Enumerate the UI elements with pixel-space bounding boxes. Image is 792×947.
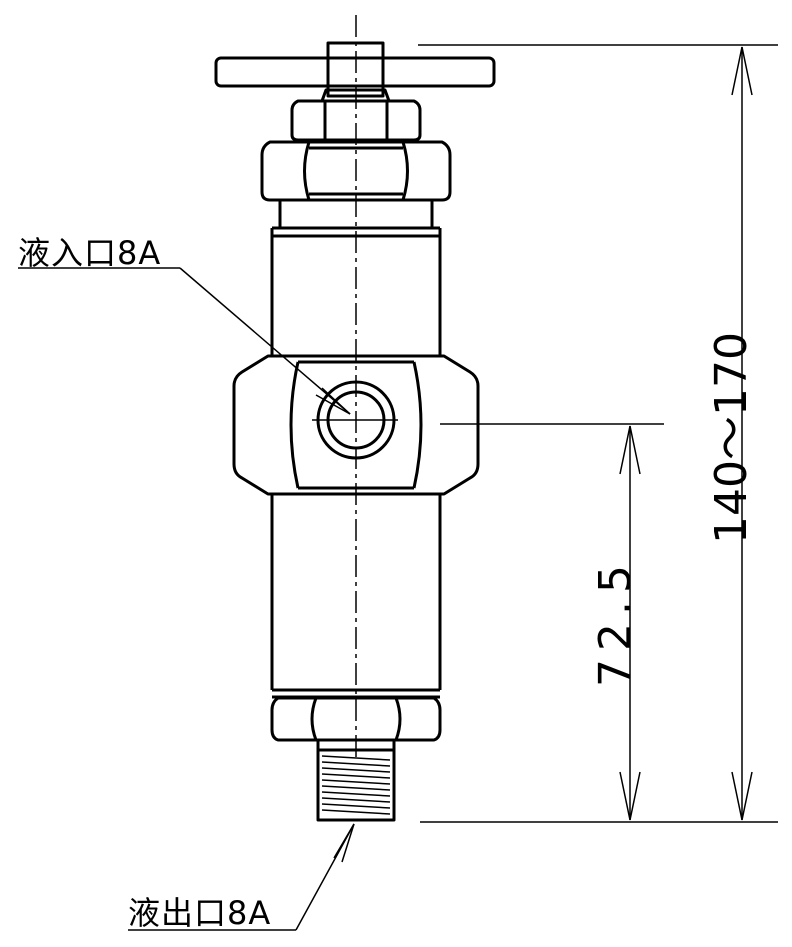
center-height-dimension-text: 72.5 [590, 557, 641, 687]
handle [214, 41, 496, 103]
inlet-label: 液入口8A [18, 234, 162, 272]
inlet-leader [18, 267, 351, 415]
dimension-line-total [731, 46, 753, 821]
bonnet-nut [260, 140, 452, 202]
inlet-port [312, 380, 398, 460]
outlet-leader [128, 823, 355, 931]
dimension-line-center [619, 425, 641, 821]
center-hex [232, 354, 480, 496]
bottom-nut [270, 696, 442, 742]
outlet-label: 液出口8A [128, 894, 272, 932]
total-height-dimension-text: 140～170 [706, 332, 757, 544]
upper-body [270, 200, 442, 356]
extension-lines [418, 44, 778, 823]
gland-nut [290, 99, 422, 142]
threaded-outlet [316, 740, 396, 822]
